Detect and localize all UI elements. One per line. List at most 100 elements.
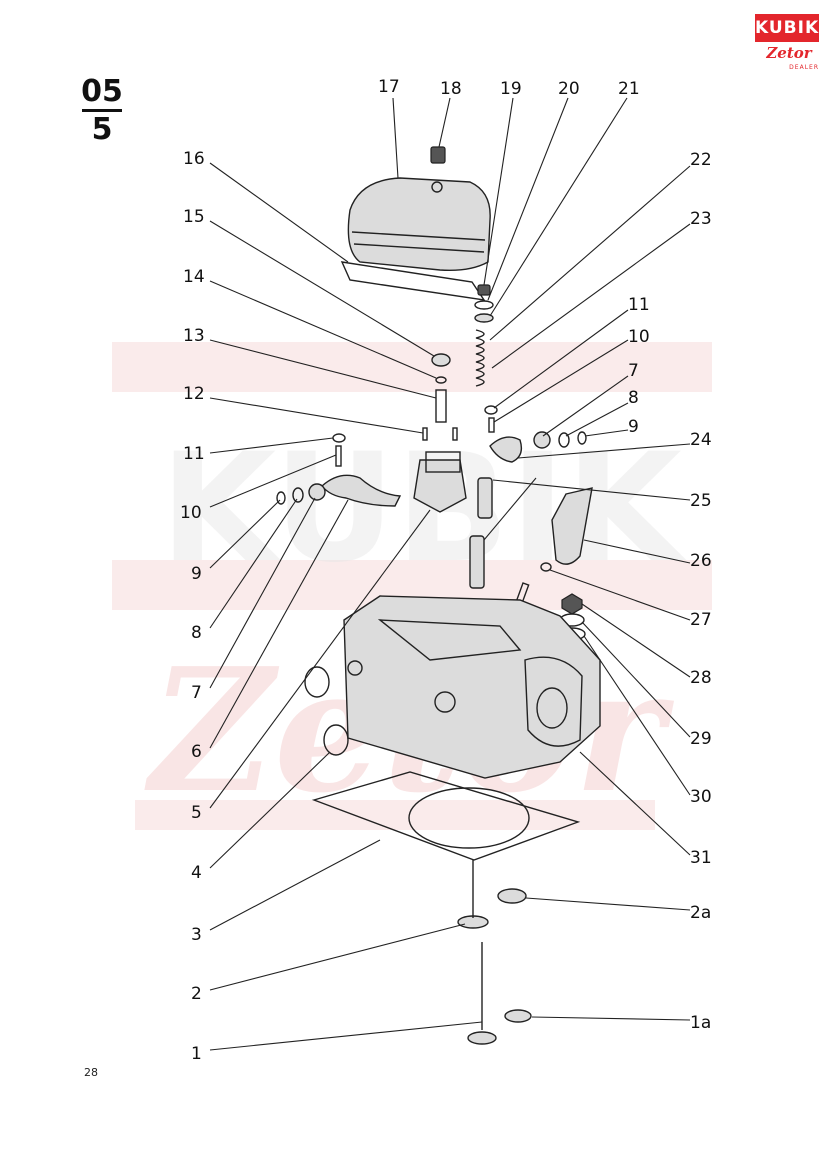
leader-7-right xyxy=(542,375,629,437)
callout-20: 20 xyxy=(558,79,580,99)
part-1-valve-head xyxy=(467,1031,497,1045)
leader-8-left xyxy=(209,498,298,629)
part-17-valve-cover xyxy=(347,177,491,272)
leader-10-right xyxy=(493,339,629,423)
part-15-spring-seat xyxy=(431,353,451,367)
part-12-pin-right xyxy=(452,427,458,441)
leader-22 xyxy=(489,165,691,341)
callout-11-right: 11 xyxy=(628,295,650,315)
leader-28 xyxy=(581,603,691,678)
part-31-head-top-ports xyxy=(377,619,522,661)
sheet-number-divider xyxy=(82,109,122,112)
part-14-washer xyxy=(435,376,447,384)
part-10-left-screw xyxy=(335,445,342,467)
leader-12 xyxy=(209,397,424,434)
leader-30 xyxy=(583,635,691,796)
callout-7-right: 7 xyxy=(628,361,639,381)
logo-sub: Zetor xyxy=(766,44,812,62)
callout-24: 24 xyxy=(690,430,712,450)
callout-17: 17 xyxy=(378,77,400,97)
part-13-rocker-shaft-stud xyxy=(435,389,447,423)
callout-6: 6 xyxy=(191,742,202,762)
part-31-port-1 xyxy=(347,660,363,676)
callout-28: 28 xyxy=(690,668,712,688)
part-7-left-bushing xyxy=(308,483,326,501)
sheet-number-top: 05 xyxy=(81,74,123,109)
callout-14: 14 xyxy=(183,267,205,287)
logo-badge xyxy=(755,14,819,42)
callout-21: 21 xyxy=(618,79,640,99)
leader-7-left xyxy=(209,497,316,689)
part-24-rocker-arm-right xyxy=(489,436,523,463)
callout-9-right: 9 xyxy=(628,417,639,437)
leader-21 xyxy=(489,97,628,317)
part-1a-valve-seat-ring xyxy=(504,1009,532,1023)
part-17-cover-hole xyxy=(431,181,443,193)
leader-20 xyxy=(487,97,569,301)
leader-19 xyxy=(483,97,514,286)
part-8-right-washer xyxy=(558,432,570,448)
part-11-left-nut xyxy=(332,433,346,443)
dealer-logo: KUBIK Zetor DEALER xyxy=(755,14,819,76)
part-10-right-screw xyxy=(488,417,495,433)
callout-1a: 1a xyxy=(690,1013,711,1033)
callout-2a: 2a xyxy=(690,903,711,923)
leader-4 xyxy=(209,751,331,869)
sheet-number: 05 5 xyxy=(80,76,124,146)
part-6-rocker-arm-left xyxy=(321,474,402,507)
leader-27 xyxy=(549,569,691,621)
leader-13 xyxy=(209,339,437,399)
callout-9-left: 9 xyxy=(191,564,202,584)
part-17-cover-ribs xyxy=(351,231,486,253)
callout-27: 27 xyxy=(690,610,712,630)
callout-31: 31 xyxy=(690,848,712,868)
leader-6 xyxy=(209,499,349,749)
callout-13: 13 xyxy=(183,326,205,346)
part-18-cap-nut xyxy=(430,146,446,164)
part-8-left-washer xyxy=(292,487,304,503)
logo-tag: DEALER xyxy=(789,64,819,71)
leader-lines xyxy=(209,97,691,1051)
part-26-injector-sleeve xyxy=(551,487,593,565)
callout-2: 2 xyxy=(191,984,202,1004)
leader-15 xyxy=(209,220,435,357)
leader-1 xyxy=(209,1021,483,1051)
part-9-left-circlip xyxy=(276,491,286,505)
callout-25: 25 xyxy=(690,491,712,511)
logo-brand: KUBIK xyxy=(755,18,820,38)
leader-9-left xyxy=(209,499,281,569)
callout-29: 29 xyxy=(690,729,712,749)
callout-10-left: 10 xyxy=(180,503,202,523)
callout-11-left: 11 xyxy=(183,444,205,464)
callout-30: 30 xyxy=(690,787,712,807)
leader-16 xyxy=(209,162,349,263)
leader-23 xyxy=(491,223,691,369)
callout-4: 4 xyxy=(191,863,202,883)
part-11-right-nut xyxy=(484,405,498,415)
part-31-intake-port xyxy=(536,687,568,729)
leader-2a xyxy=(525,897,691,911)
callout-8-left: 8 xyxy=(191,623,202,643)
part-20-spring-cap xyxy=(474,300,494,310)
leader-11-left xyxy=(209,437,334,454)
part-25-valve-guide-upper xyxy=(477,477,493,519)
callout-10-right: 10 xyxy=(628,327,650,347)
part-2a-valve-seat-ring xyxy=(497,888,527,904)
part-28-nut xyxy=(561,593,583,615)
callout-labels: 17 18 19 20 21 22 23 11 10 7 8 9 24 25 2… xyxy=(180,77,712,1064)
sheet-number-bottom: 5 xyxy=(91,112,113,147)
callout-18: 18 xyxy=(440,79,462,99)
part-27-sealing-washer xyxy=(540,562,552,572)
part-21-retainer xyxy=(474,313,494,323)
leader-5 xyxy=(209,509,431,809)
part-25-valve-guide-lower xyxy=(469,535,485,589)
callout-19: 19 xyxy=(500,79,522,99)
leader-31 xyxy=(579,751,691,856)
part-31-port-2 xyxy=(434,691,456,713)
callout-22: 22 xyxy=(690,150,712,170)
callout-23: 23 xyxy=(690,209,712,229)
leader-26 xyxy=(583,539,691,564)
leader-9-right xyxy=(584,429,629,437)
part-19-collet xyxy=(477,284,491,296)
